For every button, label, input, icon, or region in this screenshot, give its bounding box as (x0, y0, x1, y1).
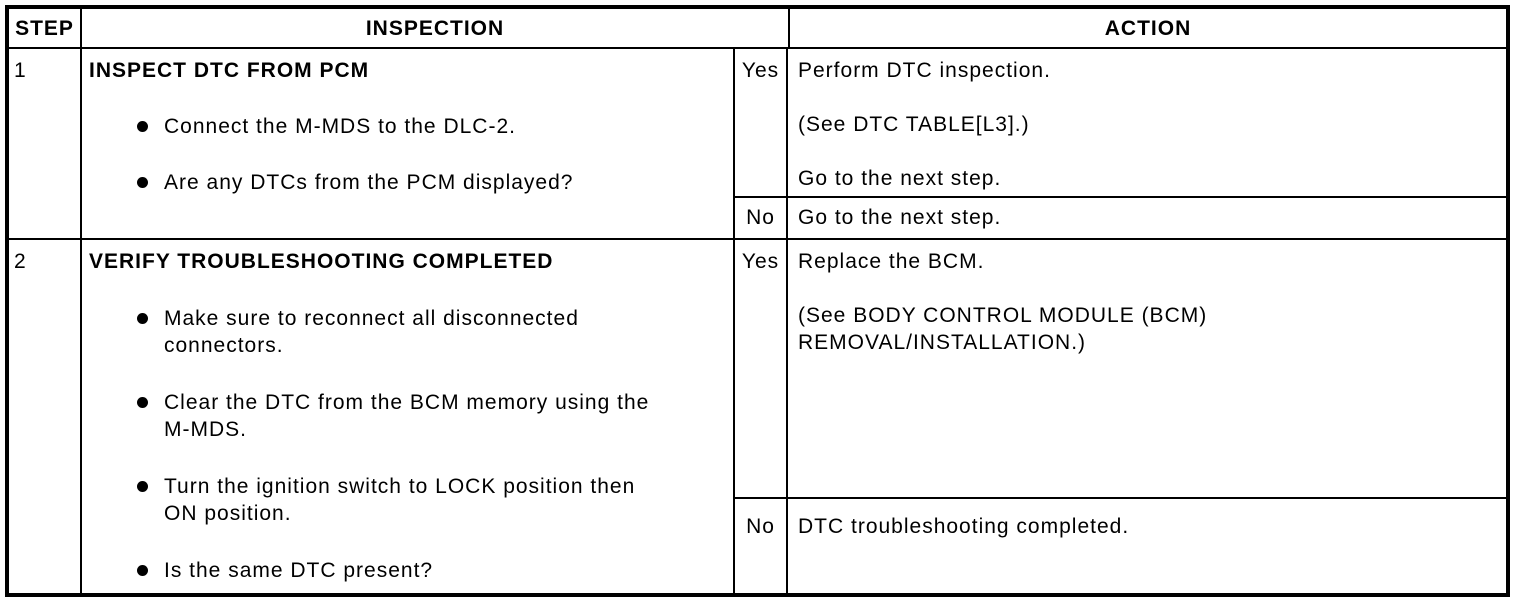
bullet-item: Clear the DTC from the BCM memory using … (137, 389, 674, 443)
bullet-text: Turn the ignition switch to LOCK positio… (164, 475, 636, 525)
bullet-item: Turn the ignition switch to LOCK positio… (137, 473, 674, 527)
no-sub-row: No Go to the next step. (735, 198, 1506, 238)
no-label-cell: No (735, 499, 788, 593)
bullet-icon (137, 565, 148, 576)
bullet-text: Are any DTCs from the PCM displayed? (164, 171, 574, 194)
action-column-group: Yes Perform DTC inspection. (See DTC TAB… (735, 49, 1506, 238)
inspection-title: INSPECT DTC FROM PCM (89, 59, 370, 82)
yes-sub-row: Yes Perform DTC inspection. (See DTC TAB… (735, 49, 1506, 198)
bullet-icon (137, 481, 148, 492)
no-sub-row: No DTC troubleshooting completed. (735, 499, 1506, 593)
troubleshooting-table: STEP INSPECTION ACTION 1 INSPECT DTC FRO… (5, 5, 1510, 597)
bullet-icon (137, 313, 148, 324)
action-paragraph: DTC troubleshooting completed. (798, 515, 1130, 538)
header-cell-inspection: INSPECTION (82, 9, 790, 47)
action-cell: Perform DTC inspection. (See DTC TABLE[L… (788, 49, 1506, 196)
action-cell: DTC troubleshooting completed. (788, 499, 1506, 593)
step-number: 1 (14, 59, 27, 82)
header-inspection-label: INSPECTION (365, 16, 505, 40)
step-number: 2 (14, 250, 27, 273)
header-cell-step: STEP (9, 9, 82, 47)
table-row-step-2: 2 VERIFY TROUBLESHOOTING COMPLETED Make … (9, 240, 1506, 593)
header-cell-action: ACTION (790, 9, 1506, 47)
table-row-step-1: 1 INSPECT DTC FROM PCM Connect the M-MDS… (9, 49, 1506, 240)
bullet-icon (137, 121, 148, 132)
bullet-item: Is the same DTC present? (137, 557, 674, 584)
action-paragraph: Replace the BCM. (798, 250, 985, 273)
header-action-label: ACTION (1104, 16, 1192, 40)
action-paragraph: Perform DTC inspection. (798, 59, 1051, 82)
action-cell: Replace the BCM. (See BODY CONTROL MODUL… (788, 240, 1506, 497)
bullet-icon (137, 397, 148, 408)
yes-label-cell: Yes (735, 49, 788, 196)
inspection-cell: VERIFY TROUBLESHOOTING COMPLETED Make su… (82, 240, 735, 593)
action-cell: Go to the next step. (788, 198, 1506, 238)
action-paragraph: (See BODY CONTROL MODULE (BCM) REMOVAL/I… (798, 304, 1208, 354)
no-label-cell: No (735, 198, 788, 238)
action-column-group: Yes Replace the BCM. (See BODY CONTROL M… (735, 240, 1506, 593)
bullet-text: Make sure to reconnect all disconnected … (164, 307, 579, 357)
inspection-title: VERIFY TROUBLESHOOTING COMPLETED (89, 250, 554, 273)
yes-label-cell: Yes (735, 240, 788, 497)
table-header-row: STEP INSPECTION ACTION (9, 9, 1506, 49)
action-paragraph: (See DTC TABLE[L3].) (798, 113, 1030, 136)
action-paragraph: Go to the next step. (798, 167, 1002, 190)
action-paragraph: Go to the next step. (798, 206, 1002, 229)
bullet-text: Connect the M-MDS to the DLC-2. (164, 115, 516, 138)
inspection-cell: INSPECT DTC FROM PCM Connect the M-MDS t… (82, 49, 735, 238)
header-step-label: STEP (15, 16, 74, 40)
bullet-item: Are any DTCs from the PCM displayed? (137, 169, 674, 196)
bullet-text: Is the same DTC present? (164, 559, 434, 582)
yes-sub-row: Yes Replace the BCM. (See BODY CONTROL M… (735, 240, 1506, 499)
bullet-text: Clear the DTC from the BCM memory using … (164, 391, 650, 441)
step-number-cell: 1 (9, 49, 82, 238)
step-number-cell: 2 (9, 240, 82, 593)
bullet-icon (137, 177, 148, 188)
bullet-item: Make sure to reconnect all disconnected … (137, 305, 674, 359)
bullet-item: Connect the M-MDS to the DLC-2. (137, 113, 674, 140)
